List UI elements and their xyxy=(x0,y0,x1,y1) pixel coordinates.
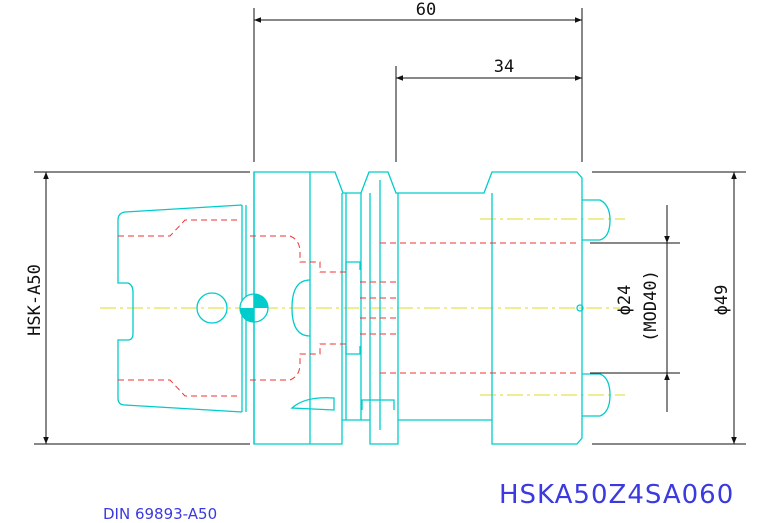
dimension-bore-diameter xyxy=(590,205,680,412)
part-code: HSKA50Z4SA060 xyxy=(499,480,734,510)
flange-body xyxy=(253,171,611,445)
dimension-overall-length xyxy=(253,8,583,162)
dimension-label-hsk-a50: HSK-A50 xyxy=(25,264,45,336)
hidden-lines xyxy=(118,219,580,397)
dimension-label-phi24: ϕ24 xyxy=(615,285,635,316)
dimension-outer-diameter xyxy=(592,171,746,445)
dimension-label-phi49: ϕ49 xyxy=(712,285,732,316)
dimension-label-mod40: (MOD40) xyxy=(641,270,661,342)
dimension-label-60: 60 xyxy=(416,0,436,20)
drive-slot-circle xyxy=(196,292,228,324)
standard-label: DIN 69893-A50 xyxy=(103,505,217,523)
dimension-flange-to-end xyxy=(395,66,582,162)
dimension-label-34: 34 xyxy=(494,57,514,77)
dimension-hsk-height xyxy=(34,171,250,445)
